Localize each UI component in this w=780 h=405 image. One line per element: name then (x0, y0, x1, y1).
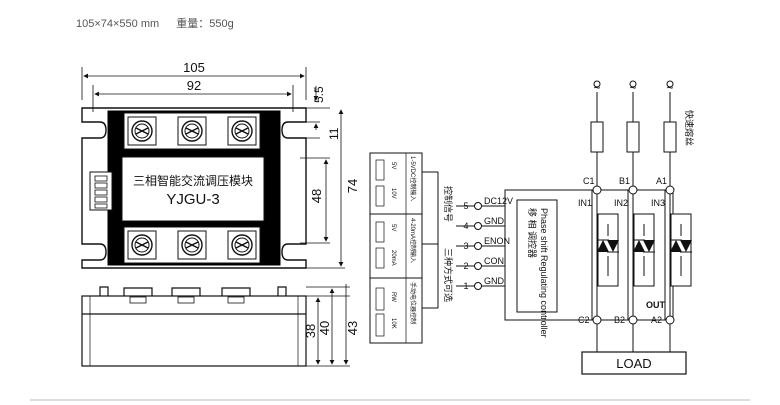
term-b1: B1 (619, 176, 630, 186)
dim-38: 38 (303, 324, 318, 338)
term-in3: IN3 (651, 198, 665, 208)
input-panel (369, 152, 439, 344)
pin-number: 1 (463, 281, 468, 291)
side-view (81, 284, 350, 367)
size-text: 105×74×550 mm (76, 18, 160, 30)
right-dims (290, 86, 345, 269)
thyristor-icon (670, 213, 692, 287)
screw-icon (227, 116, 257, 146)
input-small-4ma: 20mA (390, 250, 396, 266)
thyristor-icon (597, 213, 619, 287)
tilde-c: ~ (593, 81, 600, 95)
input-node-icon (628, 185, 638, 195)
term-c2: C2 (578, 315, 590, 325)
screw-icon (227, 230, 257, 260)
load-label: LOAD (616, 356, 651, 371)
power-nodes (592, 80, 675, 325)
input-small-10v: 10V (390, 188, 396, 199)
pin-terminal-icon (474, 282, 482, 290)
terminal-screws (127, 116, 257, 260)
module-model: YJGU-3 (166, 191, 219, 208)
pin-number: 3 (463, 241, 468, 251)
term-in1: IN1 (578, 198, 592, 208)
term-in2: IN2 (614, 198, 628, 208)
pin-name: ENON (484, 236, 510, 246)
screw-icon (127, 116, 157, 146)
screw-icon (177, 230, 207, 260)
supply-terminal-icon (629, 80, 637, 88)
input-small-10k: 10K (390, 318, 396, 329)
mode-label: 三种方式可选 (443, 248, 454, 302)
dim-5-5: 5.5 (312, 86, 326, 103)
spec-caption: 105×74×550 mm 重量：550g (76, 15, 248, 31)
weight-text: 重量：550g (176, 18, 234, 30)
power-section (581, 92, 687, 375)
pin-terminal-icon (474, 202, 482, 210)
pin-terminal-icon (474, 242, 482, 250)
supply-terminal-icon (666, 80, 674, 88)
controller-title-cn: 移 相 调控器 (527, 208, 538, 258)
dim-43: 43 (345, 321, 360, 335)
out-label: OUT (646, 300, 666, 310)
screw-icon (177, 116, 207, 146)
output-node-icon (628, 315, 638, 325)
pin-name: DC12V (484, 196, 513, 206)
pin-terminal-icon (474, 222, 482, 230)
input-small-5v: 5V (390, 162, 396, 169)
input-small-5v-b: 5V (390, 224, 396, 231)
term-a2: A2 (651, 315, 662, 325)
term-a1: A1 (656, 176, 667, 186)
dim-105: 105 (183, 60, 205, 75)
term-b2: B2 (614, 315, 625, 325)
input-label-current: 4-20mA控制输入 (409, 218, 417, 263)
output-node-icon (665, 315, 675, 325)
dim-92: 92 (187, 78, 201, 93)
term-c1: C1 (583, 176, 595, 186)
controller-title-en: Phase shift Regulating controller (539, 208, 549, 338)
pin-number: 5 (463, 201, 468, 211)
pin-name: GND (484, 216, 505, 226)
screw-icon (127, 230, 157, 260)
dim-40: 40 (317, 321, 332, 335)
module-name: 三相智能交流调压模块 (133, 173, 253, 188)
tilde-a: ~ (666, 81, 673, 95)
tilde-b: ~ (629, 81, 636, 95)
pin-name: CON (484, 256, 504, 266)
dim-74: 74 (345, 179, 360, 193)
input-node-icon (665, 185, 675, 195)
supply-terminal-icon (593, 80, 601, 88)
input-label-voltage: 1-5VDC控制输入 (409, 156, 417, 201)
pin-name: GND (484, 276, 505, 286)
input-node-icon (592, 185, 602, 195)
dim-11: 11 (327, 127, 341, 140)
input-label-pot: 手动电位器控制 (409, 282, 417, 324)
output-node-icon (592, 315, 602, 325)
pin-number: 2 (463, 261, 468, 271)
thyristor-pairs (597, 213, 692, 287)
dim-48: 48 (309, 189, 324, 203)
pin-terminal-icon (474, 262, 482, 270)
pin-number: 4 (463, 221, 468, 231)
thyristor-icon (633, 213, 655, 287)
fuse-label: 快速熔丝 (684, 110, 695, 146)
signal-label: 控制信号 (443, 186, 454, 222)
input-small-rw: RW (390, 292, 396, 302)
